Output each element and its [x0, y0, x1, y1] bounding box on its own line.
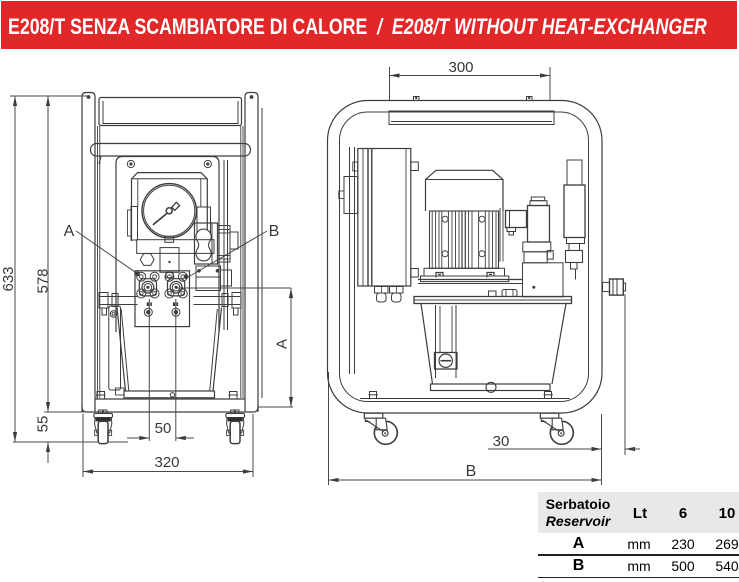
- svg-text:633: 633: [0, 266, 17, 291]
- svg-text:30: 30: [493, 433, 510, 450]
- svg-text:320: 320: [154, 454, 179, 471]
- svg-text:B: B: [466, 463, 477, 480]
- svg-text:578: 578: [35, 268, 52, 293]
- svg-text:50: 50: [155, 420, 172, 437]
- svg-text:A: A: [64, 223, 75, 240]
- svg-text:B: B: [269, 223, 280, 240]
- svg-text:55: 55: [35, 416, 52, 433]
- svg-text:300: 300: [448, 59, 473, 76]
- svg-text:A: A: [274, 339, 291, 349]
